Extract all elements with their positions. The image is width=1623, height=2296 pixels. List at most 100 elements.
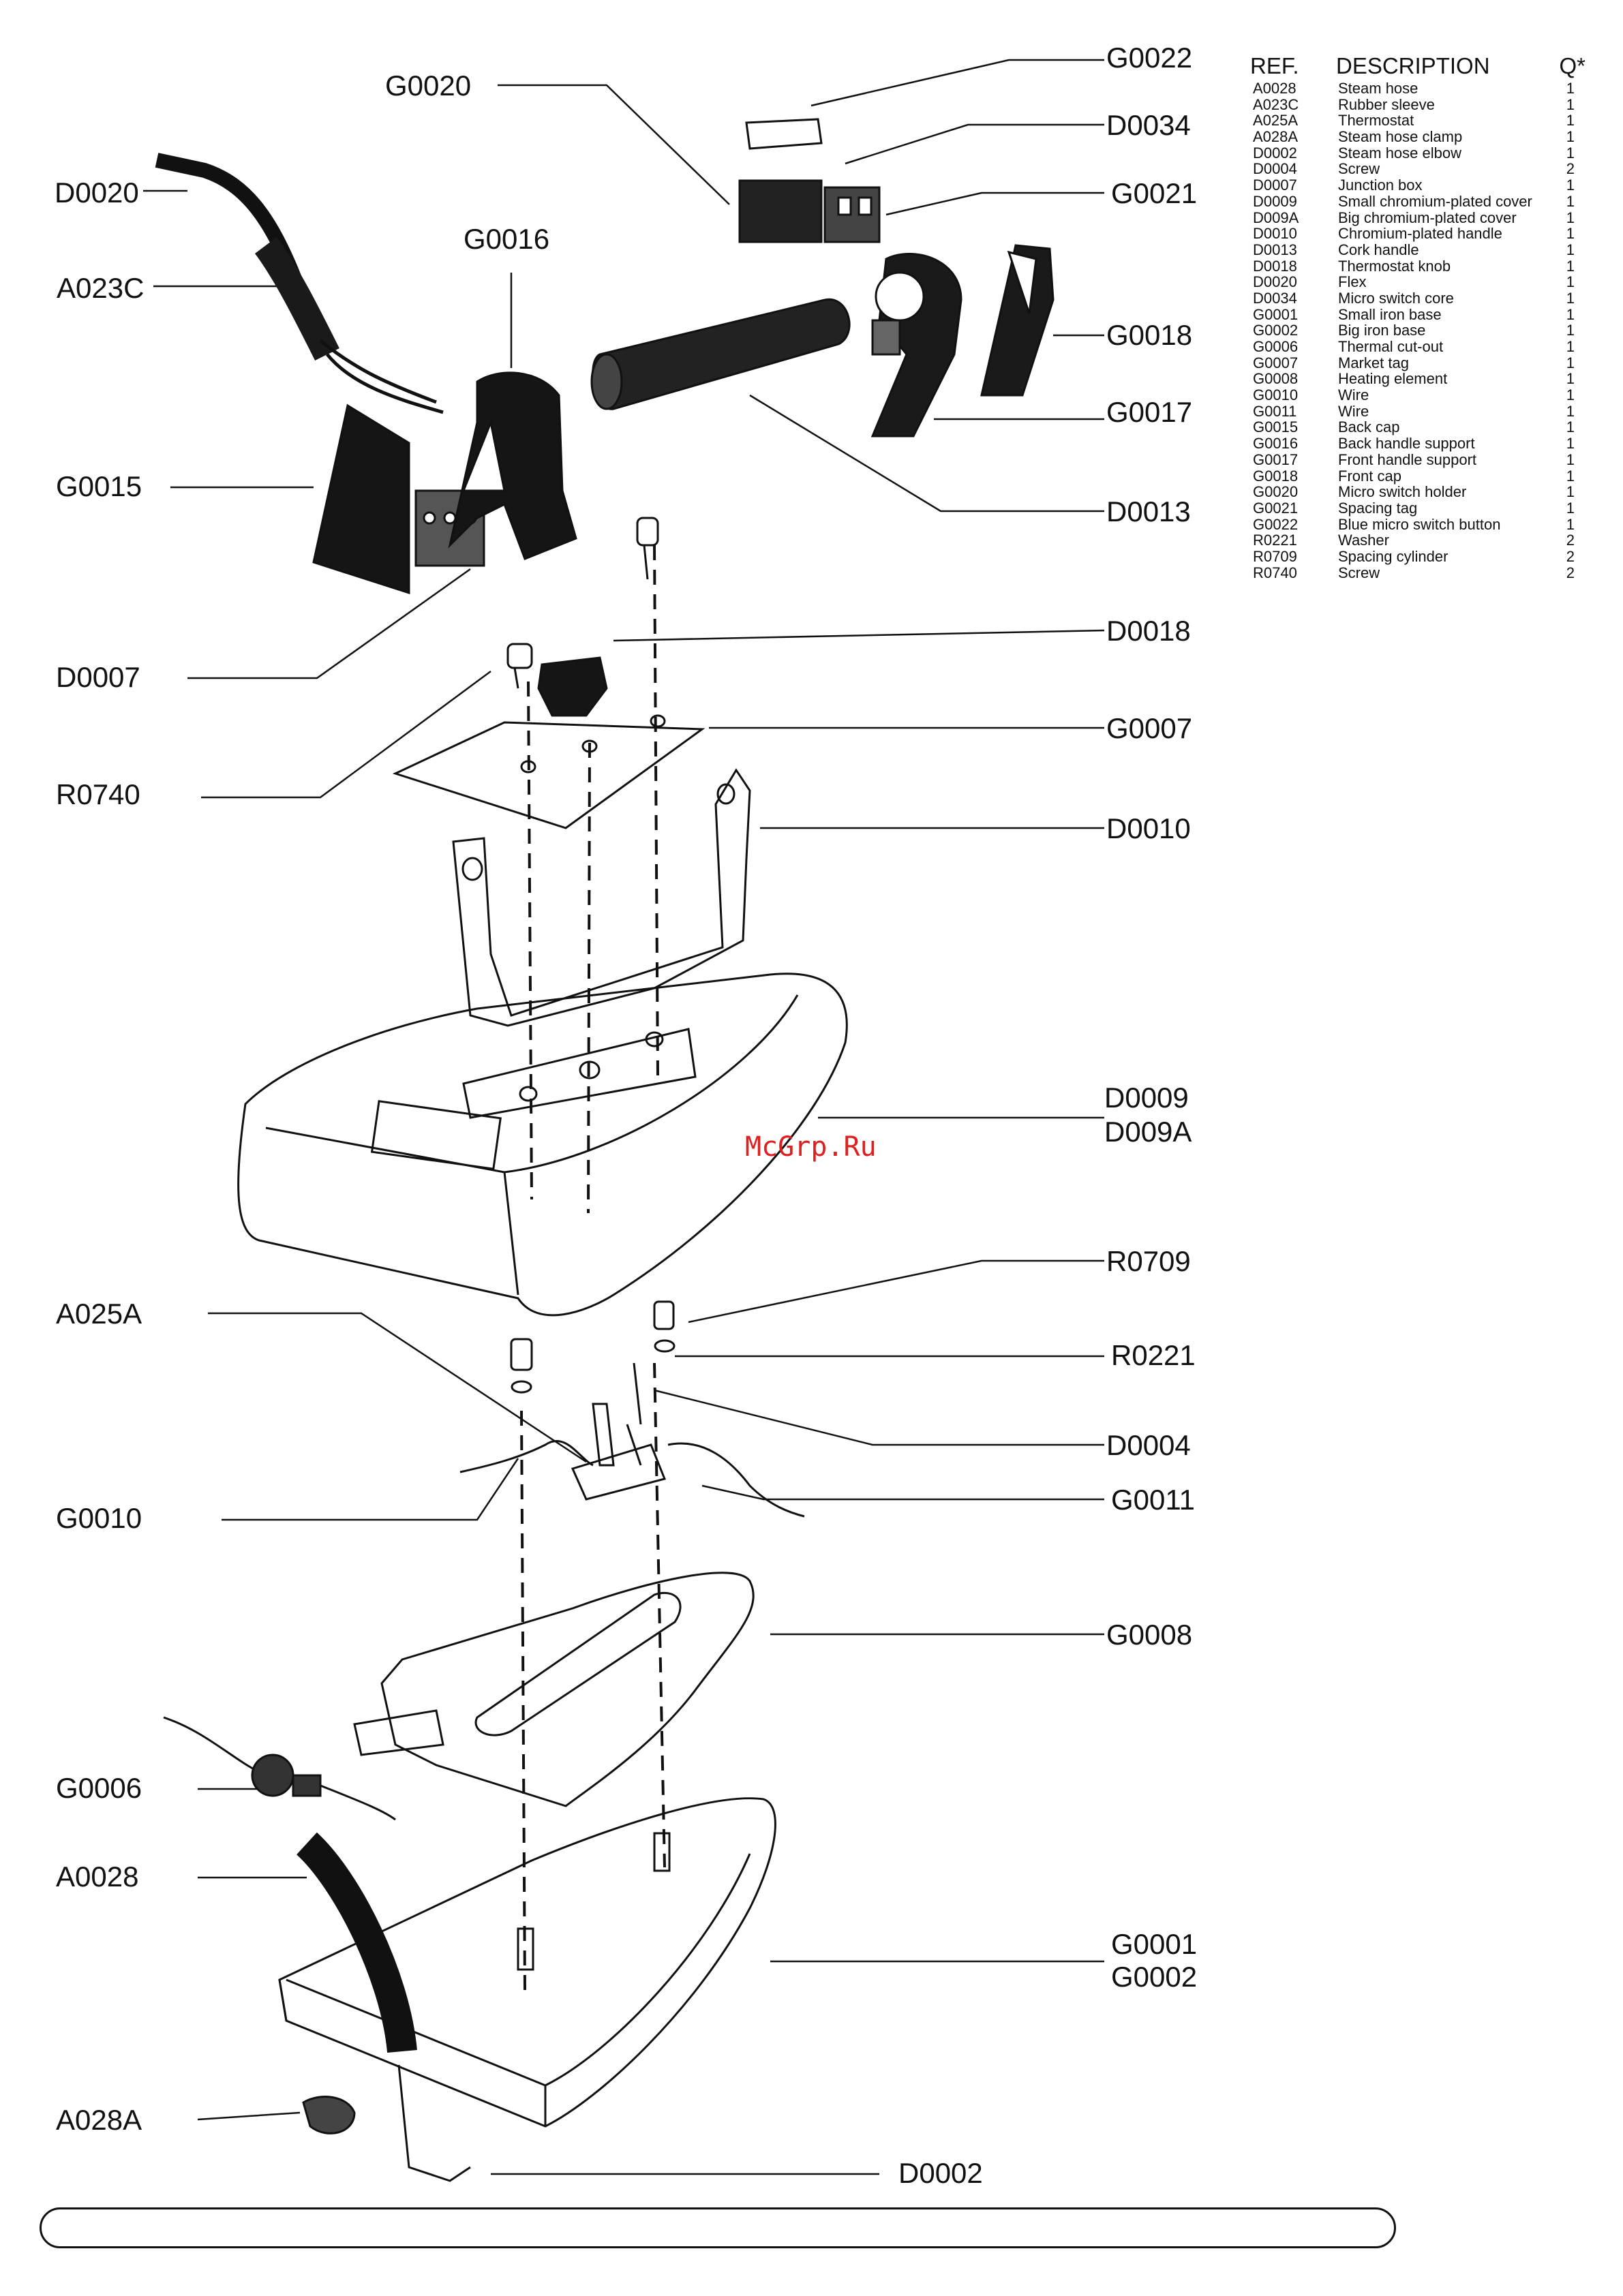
- cell-ref: G0022: [1253, 515, 1299, 533]
- cell-description: Steam hose elbow: [1338, 144, 1461, 162]
- cell-ref: G0020: [1253, 483, 1299, 501]
- cell-description: Steam hose clamp: [1338, 128, 1463, 146]
- table-row: G0011 Wire 1: [1245, 403, 1586, 420]
- cell-qty: 1: [1566, 402, 1575, 420]
- cell-description: Big iron base: [1338, 322, 1426, 339]
- cell-qty: 1: [1566, 386, 1575, 404]
- footer-bar: [40, 2207, 1396, 2248]
- cell-qty: 1: [1566, 467, 1575, 485]
- cell-ref: D0020: [1253, 273, 1297, 291]
- cell-ref: G0021: [1253, 499, 1299, 517]
- cell-description: Spacing tag: [1338, 499, 1418, 517]
- cell-description: Front handle support: [1338, 450, 1477, 468]
- micro-switch-assembly: [738, 118, 881, 243]
- cell-qty: 1: [1566, 289, 1575, 307]
- cell-description: Flex: [1338, 273, 1367, 291]
- cell-ref: R0740: [1253, 564, 1297, 581]
- cell-description: Front cap: [1338, 467, 1401, 485]
- callout-g0021: G0021: [1111, 177, 1198, 209]
- callout-d0007: D0007: [56, 661, 140, 693]
- callout-a028a: A028A: [56, 2104, 142, 2136]
- cell-ref: D0009: [1253, 192, 1297, 210]
- cell-ref: A023C: [1253, 95, 1299, 113]
- back-cap: [312, 403, 410, 595]
- chromium-plated-handle: [452, 768, 751, 1027]
- cell-description: Blue micro switch button: [1338, 515, 1501, 533]
- table-row: G0020 Micro switch holder 1: [1245, 484, 1586, 500]
- callout-d0004: D0004: [1106, 1429, 1191, 1461]
- leader-lines: [143, 59, 1105, 2175]
- cell-ref: R0221: [1253, 532, 1297, 549]
- cell-qty: 1: [1566, 418, 1575, 436]
- callout-d0020: D0020: [55, 177, 139, 209]
- callout-d0010: D0010: [1106, 812, 1191, 844]
- cell-description: Micro switch core: [1338, 289, 1454, 307]
- cell-qty: 2: [1566, 160, 1575, 178]
- cell-ref: R0709: [1253, 547, 1297, 565]
- steam-hose: [296, 1832, 471, 2182]
- header-qty: Q*: [1559, 53, 1586, 78]
- chromium-plated-cover: [237, 973, 848, 1317]
- callout-g0007: G0007: [1106, 712, 1193, 744]
- callout-g0011: G0011: [1111, 1484, 1195, 1516]
- front-cap: [980, 244, 1055, 397]
- cell-qty: 1: [1566, 95, 1575, 113]
- cell-description: Chromium-plated handle: [1338, 225, 1502, 243]
- cell-description: Small iron base: [1338, 305, 1442, 323]
- cell-ref: G0011: [1253, 402, 1297, 420]
- cell-qty: 1: [1566, 483, 1575, 501]
- callout-g0022: G0022: [1106, 42, 1193, 74]
- cell-qty: 1: [1566, 257, 1575, 275]
- cell-description: Small chromium-plated cover: [1338, 192, 1532, 210]
- cell-qty: 1: [1566, 450, 1575, 468]
- cell-description: Wire: [1338, 402, 1369, 420]
- cell-description: Micro switch holder: [1338, 483, 1467, 501]
- cell-ref: D0034: [1253, 289, 1297, 307]
- cell-qty: 1: [1566, 241, 1575, 258]
- cell-qty: 1: [1566, 435, 1575, 453]
- table-row: G0022 Blue micro switch button 1: [1245, 515, 1586, 533]
- cell-ref: G0010: [1253, 386, 1299, 404]
- callout-g0015: G0015: [56, 470, 142, 502]
- cell-ref: D0007: [1253, 177, 1297, 194]
- cell-description: Spacing cylinder: [1338, 547, 1448, 565]
- cell-qty: 1: [1566, 273, 1575, 291]
- cell-ref: G0002: [1253, 322, 1299, 339]
- callout-g0020: G0020: [385, 70, 472, 102]
- cell-ref: D0013: [1253, 241, 1297, 258]
- cell-description: Thermal cut-out: [1338, 338, 1444, 355]
- cell-description: Washer: [1338, 532, 1389, 549]
- cell-ref: D0002: [1253, 144, 1297, 162]
- cell-ref: D0010: [1253, 225, 1297, 243]
- thermostat-knob: [506, 517, 659, 717]
- callout-a025a: A025A: [56, 1298, 142, 1330]
- cell-ref: G0017: [1253, 450, 1299, 468]
- callout-d0009: D0009: [1104, 1082, 1189, 1114]
- cell-qty: 1: [1566, 515, 1575, 533]
- cell-description: Screw: [1338, 564, 1380, 581]
- cell-qty: 1: [1566, 209, 1575, 226]
- callout-d0002: D0002: [898, 2157, 983, 2189]
- cell-ref: G0007: [1253, 354, 1299, 371]
- cell-description: Screw: [1338, 160, 1380, 178]
- watermark: McGrp.Ru: [745, 1131, 877, 1163]
- cell-description: Steam hose: [1338, 80, 1419, 97]
- cell-qty: 1: [1566, 338, 1575, 355]
- assembly-axes: [520, 545, 666, 1991]
- callout-g0017: G0017: [1106, 396, 1193, 428]
- cell-description: Thermostat: [1338, 112, 1414, 129]
- callout-a023c: A023C: [57, 272, 145, 304]
- cell-description: Back cap: [1338, 418, 1400, 436]
- callout-g0010: G0010: [56, 1502, 142, 1534]
